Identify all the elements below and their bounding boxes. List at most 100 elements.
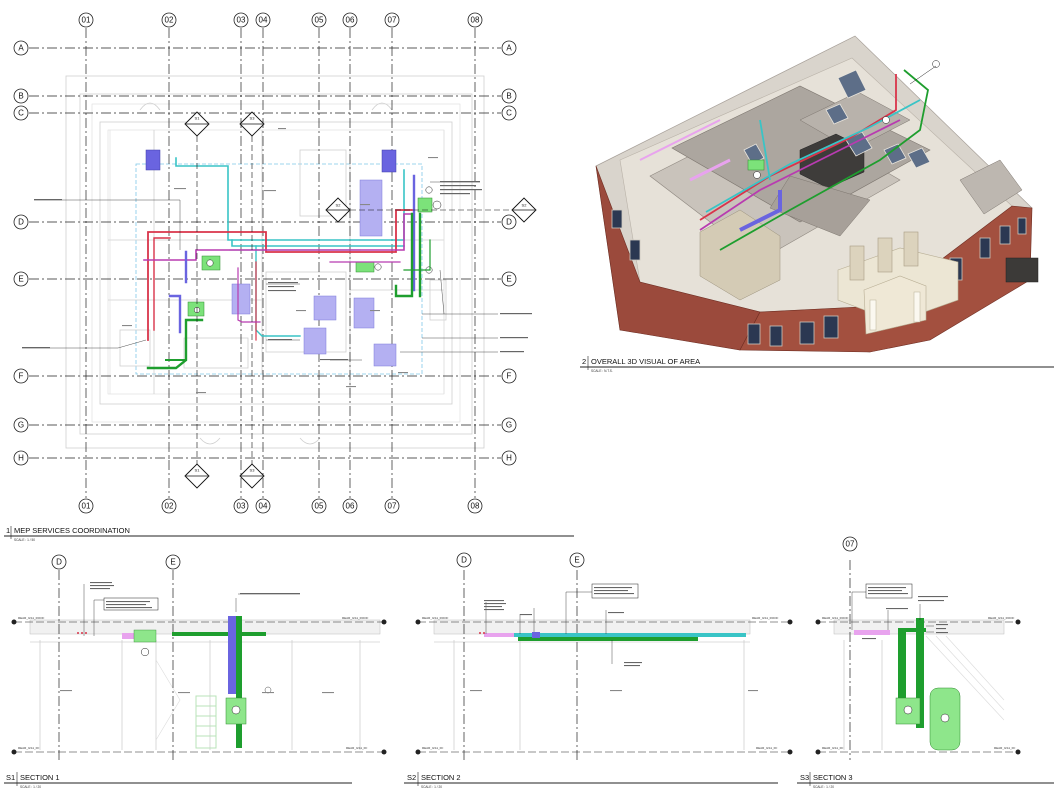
grid-bubble-02-bottom[interactable]: 02 — [161, 498, 177, 514]
s3-grid-bubble-07[interactable]: 07 — [842, 536, 858, 552]
equipment-blue-1[interactable] — [145, 149, 161, 171]
s3-level-bottom-left: REAR_GS1_FF — [822, 746, 844, 750]
svg-text:03: 03 — [237, 502, 246, 511]
svg-text:E: E — [170, 558, 175, 567]
svg-text:02: 02 — [165, 502, 174, 511]
s3-green-unit[interactable] — [895, 697, 921, 725]
equipment-lilac-1[interactable] — [359, 179, 383, 237]
svg-text:D: D — [461, 556, 467, 565]
svg-text:H: H — [18, 454, 24, 463]
plan-note-marks — [22, 128, 532, 394]
equipment-lilac-2[interactable] — [231, 283, 251, 315]
svg-text:02: 02 — [165, 16, 174, 25]
section-mark-s3-bottom[interactable]: S3 — [239, 463, 265, 489]
s1-title-number: S1 — [6, 773, 15, 782]
equipment-lilac-3[interactable] — [313, 295, 337, 321]
grid-bubble-03-top[interactable]: 03 — [233, 12, 249, 28]
s1-green-pipe-horizontal[interactable] — [172, 632, 266, 636]
view3d-scale: SCALE : N.T.S. — [591, 369, 613, 373]
grid-bubble-B-left[interactable]: B — [13, 88, 29, 104]
grid-bubble-G-left[interactable]: G — [13, 417, 29, 433]
view3d-title: OVERALL 3D VISUAL OF AREA — [591, 357, 700, 366]
blue-duct-run[interactable] — [168, 174, 416, 334]
s2-grid-bubble-E[interactable]: E — [569, 552, 585, 568]
s1-scale: SCALE : 1 / 20 — [20, 785, 41, 789]
row-bubbles-right: A B C D E F G H — [501, 40, 517, 466]
s2-cyan-pipe[interactable] — [514, 633, 746, 637]
equipment-blue-2[interactable] — [381, 149, 397, 173]
section-mark-s1-top[interactable]: S1 — [184, 111, 210, 137]
grid-bubble-05-top[interactable]: 05 — [311, 12, 327, 28]
grid-bubble-F-right[interactable]: F — [501, 368, 517, 384]
s1-grid-bubble-E[interactable]: E — [165, 554, 181, 570]
s1-green-riser[interactable] — [236, 616, 242, 748]
grid-bubble-07-bottom[interactable]: 07 — [384, 498, 400, 514]
s2-level-bottom-left: REAR_GS1_FF — [422, 746, 444, 750]
section-mark-s1-bottom[interactable]: S1 — [184, 463, 210, 489]
grid-bubble-01-top[interactable]: 01 — [78, 12, 94, 28]
grid-bubble-08-top[interactable]: 08 — [467, 12, 483, 28]
equipment-lilac-6[interactable] — [373, 343, 397, 367]
s3-green-riser-2[interactable] — [916, 618, 924, 728]
magenta-pipe-run[interactable] — [143, 213, 415, 261]
grid-bubble-H-right[interactable]: H — [501, 450, 517, 466]
equipment-lilac-4[interactable] — [303, 327, 327, 355]
s1-grid-bubble-D[interactable]: D — [51, 554, 67, 570]
view3d-title-number: 2 — [582, 357, 586, 366]
equipment-green-2[interactable] — [355, 261, 375, 273]
svg-text:06: 06 — [346, 502, 355, 511]
grid-bubble-B-right[interactable]: B — [501, 88, 517, 104]
svg-text:H: H — [506, 454, 512, 463]
s2-green-pipe[interactable] — [518, 637, 698, 641]
svg-text:G: G — [506, 421, 512, 430]
grid-bubble-04-bottom[interactable]: 04 — [255, 498, 271, 514]
s3-green-riser-1[interactable] — [898, 628, 906, 718]
section-mark-s2-right[interactable]: S2 — [511, 197, 537, 223]
plan-title-number: 1 — [6, 526, 10, 535]
plan-scale: SCALE : 1 / 50 — [14, 538, 35, 542]
grid-bubble-02-top[interactable]: 02 — [161, 12, 177, 28]
s2-pink-pipe[interactable] — [484, 633, 518, 637]
section-mark-s3-top[interactable]: S3 — [239, 111, 265, 137]
svg-text:F: F — [19, 372, 24, 381]
grid-bubble-08-bottom[interactable]: 08 — [467, 498, 483, 514]
column-bubbles-top: 01 02 03 04 05 06 07 08 — [78, 12, 483, 28]
grid-bubble-D-right[interactable]: D — [501, 214, 517, 230]
grid-bubble-04-top[interactable]: 04 — [255, 12, 271, 28]
grid-bubble-D-left[interactable]: D — [13, 214, 29, 230]
s2-title: SECTION 2 — [421, 773, 461, 782]
grid-bubble-A-right[interactable]: A — [501, 40, 517, 56]
grid-bubble-E-left[interactable]: E — [13, 271, 29, 287]
plan-grid-lines — [29, 28, 501, 498]
grid-bubble-E-right[interactable]: E — [501, 271, 517, 287]
s1-level-bottom-left: REAR_GS1_FF — [18, 746, 40, 750]
svg-text:B: B — [506, 92, 511, 101]
grid-bubble-06-top[interactable]: 06 — [342, 12, 358, 28]
grid-bubble-01-bottom[interactable]: 01 — [78, 498, 94, 514]
svg-text:04: 04 — [259, 502, 268, 511]
s1-level-bottom-right: REAR_GS1_FF — [346, 746, 368, 750]
svg-text:C: C — [18, 109, 24, 118]
s1-green-box[interactable] — [133, 629, 157, 643]
s1-blue-duct[interactable] — [228, 616, 236, 694]
svg-text:06: 06 — [346, 16, 355, 25]
grid-bubble-03-bottom[interactable]: 03 — [233, 498, 249, 514]
equipment-green-3[interactable] — [417, 197, 433, 213]
grid-bubble-H-left[interactable]: H — [13, 450, 29, 466]
grid-bubble-05-bottom[interactable]: 05 — [311, 498, 327, 514]
grid-bubble-F-left[interactable]: F — [13, 368, 29, 384]
equipment-lilac-5[interactable] — [353, 297, 375, 329]
plan-title-block: 1 MEP SERVICES COORDINATION SCALE : 1 / … — [4, 526, 574, 542]
grid-bubble-07-top[interactable]: 07 — [384, 12, 400, 28]
s2-grid-bubble-D[interactable]: D — [456, 552, 472, 568]
grid-bubble-C-left[interactable]: C — [13, 105, 29, 121]
s3-pink-pipe[interactable] — [854, 630, 890, 635]
svg-text:G: G — [18, 421, 24, 430]
overall-3d-view[interactable] — [595, 35, 1039, 353]
grid-bubble-C-right[interactable]: C — [501, 105, 517, 121]
section-2-view: D E REAR_GS1_ROOF REAR_GS1_ROOF REAR_GS1… — [404, 552, 793, 789]
grid-bubble-G-right[interactable]: G — [501, 417, 517, 433]
grid-bubble-06-bottom[interactable]: 06 — [342, 498, 358, 514]
grid-bubble-A-left[interactable]: A — [13, 40, 29, 56]
svg-text:E: E — [18, 275, 23, 284]
